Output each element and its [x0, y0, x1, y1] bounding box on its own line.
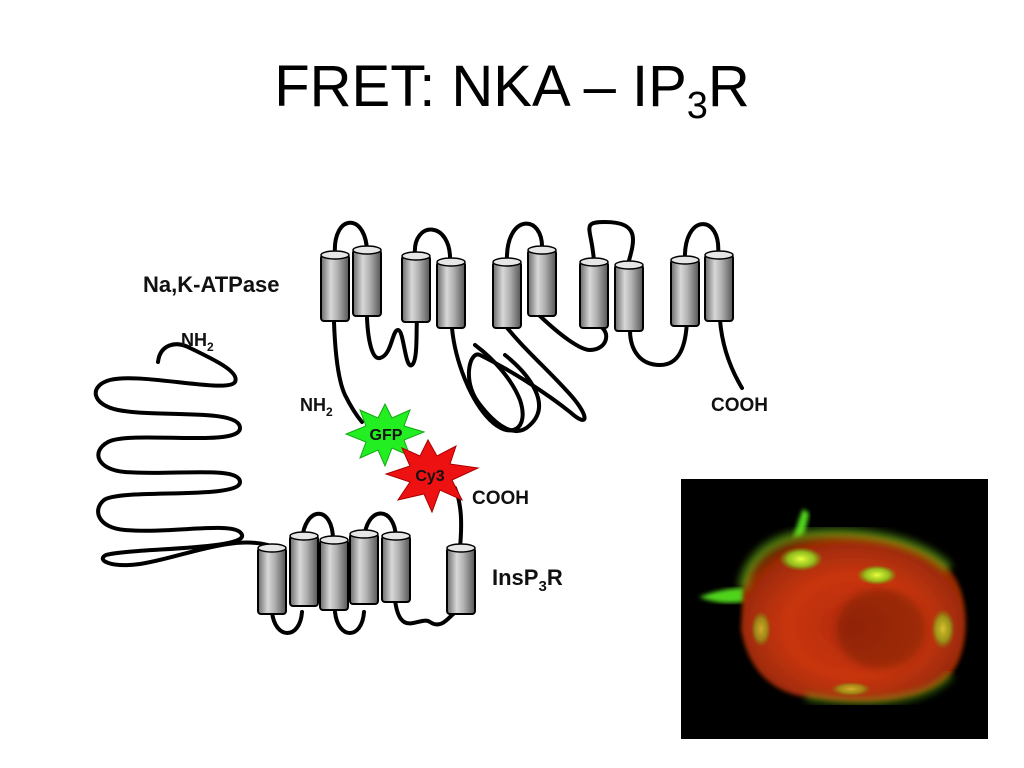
cy3-burst: Cy3: [384, 438, 480, 514]
gfp-label: GFP: [370, 427, 403, 444]
nka-nh2-label: NH2: [300, 395, 333, 419]
nka-helix-caps: [320, 245, 734, 270]
nka-cooh-label: COOH: [711, 395, 768, 416]
nka-label: Na,K-ATPase: [143, 272, 280, 297]
title-subscript: 3: [686, 85, 708, 127]
slide-title: FRET: NKA – IP3R: [0, 58, 1024, 127]
title-main: FRET: NKA – IP: [274, 54, 687, 119]
ip3r-nh2-label: NH2: [181, 330, 214, 354]
ip3r-helix-caps: [257, 529, 476, 553]
nka-backbone: [332, 220, 744, 433]
cy3-label: Cy3: [415, 468, 444, 485]
ip3r-helices: [257, 533, 476, 615]
cell-fluorescence-image: [681, 479, 988, 739]
nka-helices: [320, 249, 734, 332]
cell-image-art: [681, 479, 988, 739]
ip3r-backbone: [93, 342, 464, 635]
ip3r-cooh-label: COOH: [472, 488, 529, 509]
ip3r-label: InsP3R: [492, 565, 563, 595]
title-tail: R: [707, 54, 750, 119]
